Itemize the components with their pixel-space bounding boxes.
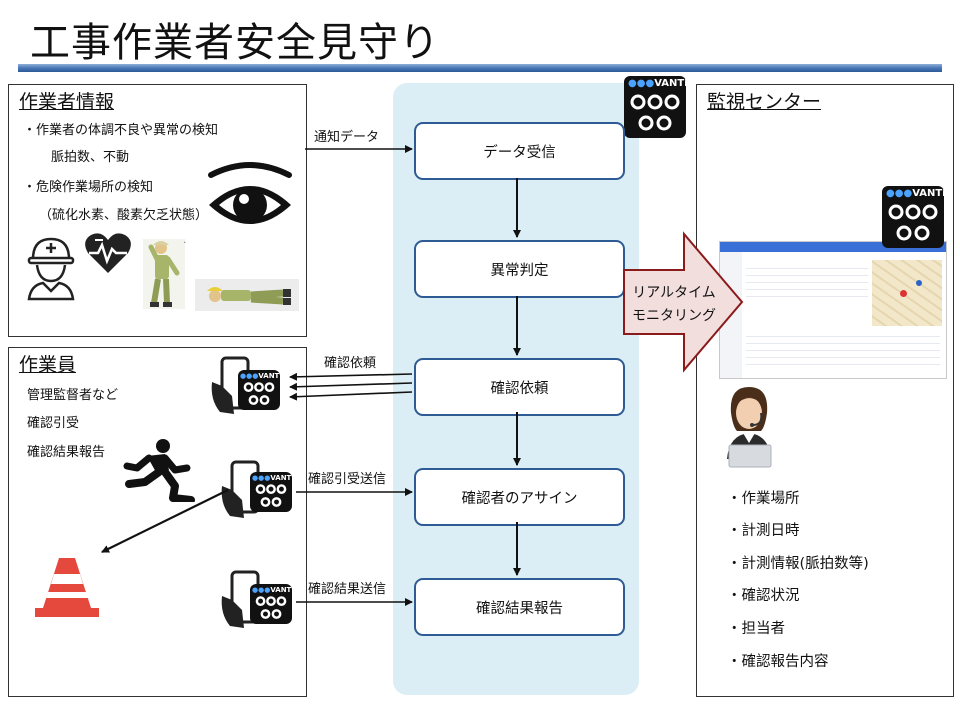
step-label: 確認者のアサイン — [461, 490, 578, 507]
worker-info-line-4: （硫化水素、酸素欠乏状態） — [39, 208, 209, 223]
monitoring-center-panel: 監視センター ・作業場所 ・計測日時 ・計測情報(脈拍数等) ・確認状況 ・担当… — [696, 84, 954, 697]
workers-line-1: 管理監督者など — [27, 388, 119, 403]
worker-info-line-1: ・作業者の体調不良や異常の検知 — [23, 123, 219, 138]
step-anomaly-judgement: 異常判定 — [414, 240, 625, 298]
monitor-item-4: ・確認状況 — [727, 588, 800, 604]
vantiq-logo-text: VANTIQ — [258, 372, 280, 380]
worker-info-panel: 作業者情報 ・作業者の体調不良や異常の検知 脈拍数、不動 ・危険作業場所の検知 … — [8, 84, 307, 337]
realtime-monitoring-label: リアルタイム モニタリング — [624, 282, 724, 328]
vantiq-logo: ●●●VANTIQ — [250, 584, 292, 624]
vantiq-logo: ●●●VANTIQ — [238, 370, 280, 410]
monitor-item-2: ・計測日時 — [727, 523, 800, 539]
edge-label-notification-data: 通知データ — [314, 130, 380, 145]
collapsed-worker-icon — [195, 279, 299, 311]
workers-line-2: 確認引受 — [27, 416, 80, 431]
monitor-item-5: ・担当者 — [727, 621, 785, 637]
step-assign-confirmer: 確認者のアサイン — [414, 468, 625, 526]
vantiq-logo: ●●●VANTIQ — [624, 76, 686, 138]
step-confirmation-request: 確認依頼 — [414, 358, 625, 416]
vantiq-logo-text: VANTIQ — [270, 586, 292, 594]
worker-info-line-2: 脈拍数、不動 — [51, 150, 130, 165]
gears-icon — [888, 204, 938, 241]
realtime-label-line-1: リアルタイム — [632, 285, 716, 301]
map-marker — [916, 280, 922, 286]
dashboard-map — [872, 260, 942, 326]
workers-title: 作業員 — [19, 354, 77, 376]
step-label: 確認依頼 — [490, 380, 549, 397]
worker-helmet-icon — [27, 237, 75, 301]
step-confirmation-report: 確認結果報告 — [414, 578, 625, 636]
monitoring-center-title: 監視センター — [707, 91, 822, 113]
small-mark: · — [183, 236, 187, 249]
edge-label-result-send: 確認結果送信 — [308, 582, 387, 597]
vantiq-logo-text: VANTIQ — [270, 474, 292, 482]
worker-info-line-3: ・危険作業場所の検知 — [23, 180, 154, 195]
workers-line-3: 確認結果報告 — [27, 445, 106, 460]
map-marker — [900, 290, 907, 297]
title-divider — [18, 64, 942, 72]
monitor-item-1: ・作業場所 — [727, 491, 800, 507]
heart-pulse-icon — [85, 233, 131, 273]
dashboard-table-bottom — [746, 330, 940, 370]
gears-icon — [255, 596, 287, 619]
monitor-item-3: ・計測情報(脈拍数等) — [727, 556, 869, 572]
step-label: データ受信 — [483, 144, 556, 161]
gears-icon — [243, 382, 275, 405]
vantiq-logo: ●●●VANTIQ — [250, 472, 292, 512]
worker-info-title: 作業者情報 — [19, 91, 115, 113]
sick-worker-icon — [143, 239, 185, 309]
eye-icon — [208, 162, 292, 224]
monitor-item-6: ・確認報告内容 — [727, 654, 829, 670]
vantiq-logo-text: VANTIQ — [654, 78, 686, 89]
operator-headset-icon — [727, 387, 772, 468]
dashboard-screenshot — [719, 241, 947, 379]
gears-icon — [255, 484, 287, 507]
dashboard-table-top — [746, 262, 868, 302]
page-title: 工事作業者安全見守り — [30, 20, 440, 66]
realtime-label-line-2: モニタリング — [632, 308, 716, 324]
step-label: 確認結果報告 — [476, 600, 563, 617]
step-data-receive: データ受信 — [414, 122, 625, 180]
step-label: 異常判定 — [490, 262, 549, 279]
gears-icon — [630, 94, 680, 131]
vantiq-logo: ●●●VANTIQ — [882, 186, 944, 248]
running-person-icon — [123, 439, 195, 502]
traffic-cone-icon — [35, 558, 99, 617]
edge-label-accept-send: 確認引受送信 — [308, 472, 387, 487]
dashboard-header-bar — [720, 242, 946, 252]
vantiq-logo-text: VANTIQ — [912, 188, 944, 199]
edge-label-confirmation-request: 確認依頼 — [324, 356, 377, 371]
